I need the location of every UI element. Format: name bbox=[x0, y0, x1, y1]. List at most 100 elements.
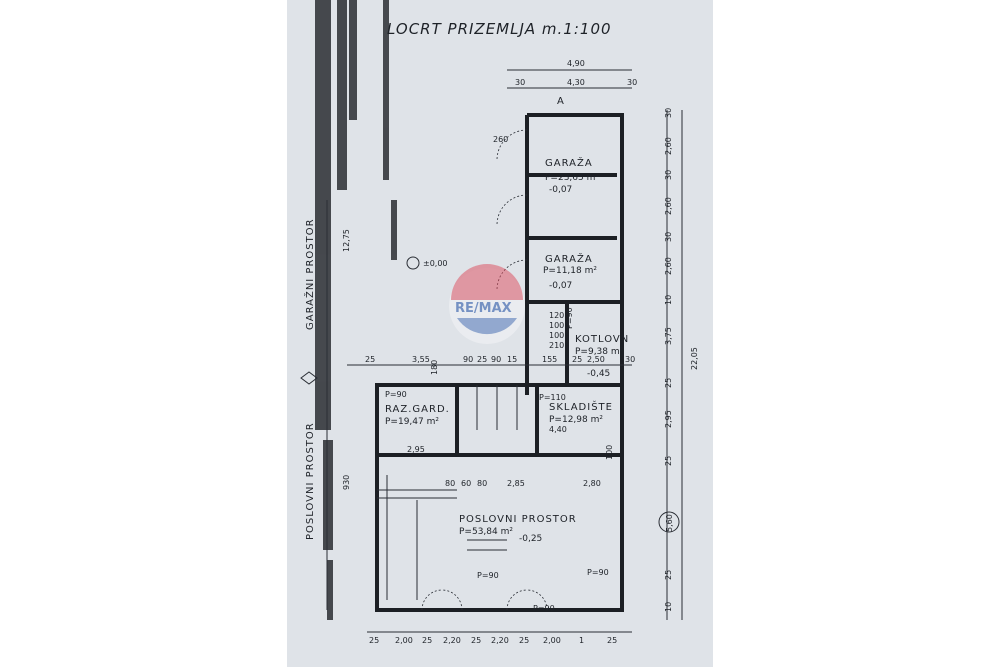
right-dim: 2,95 bbox=[664, 410, 673, 428]
mid-dim: 90 bbox=[463, 355, 473, 364]
mid-dim: 15 bbox=[507, 355, 517, 364]
mid-dim: 25 bbox=[477, 355, 487, 364]
room-name: GARAŽA bbox=[545, 252, 593, 265]
inner-dim-10: 260 bbox=[493, 135, 508, 144]
door-mark-3: P=90 bbox=[587, 568, 609, 577]
room-area: P=23,65 m² bbox=[545, 173, 599, 183]
circled-dim: 5,60 bbox=[665, 514, 674, 532]
right-dims: 30 2,60 30 2,60 30 2,60 10 3,75 25 2,95 … bbox=[664, 108, 699, 612]
balloon-top bbox=[451, 264, 523, 300]
inner-dim-12: 100 bbox=[549, 321, 564, 330]
door-mark-4: P=90 bbox=[477, 571, 499, 580]
right-dim: 25 bbox=[664, 570, 673, 580]
room-area: P=9,38 m² bbox=[575, 347, 624, 357]
room-wardrobe: RAZ.GARD. P=19,47 m² bbox=[385, 404, 450, 427]
level-marker bbox=[406, 256, 420, 270]
room-office: POSLOVNI PROSTOR P=53,84 m² -0,25 bbox=[459, 514, 577, 544]
top-dim-3: 4,30 bbox=[567, 78, 585, 87]
door-mark-6: P=90 bbox=[565, 307, 574, 329]
watermark-text: RE/MAX bbox=[455, 301, 512, 316]
inner-dim-6: 2,85 bbox=[507, 479, 525, 488]
mid-dim: 155 bbox=[542, 355, 557, 364]
right-dim: 30 bbox=[664, 232, 673, 242]
arrow-symbol bbox=[300, 371, 318, 385]
room-area: P=12,98 m² bbox=[549, 415, 603, 425]
room-garage-2: GARAŽA P=11,18 m² -0,07 bbox=[543, 252, 597, 291]
bottom-dim: 25 bbox=[607, 636, 617, 645]
mid-dim: 3,55 bbox=[412, 355, 430, 364]
bottom-dim: 25 bbox=[519, 636, 529, 645]
room-area: P=19,47 m² bbox=[385, 417, 439, 427]
remax-watermark: RE/MAX bbox=[449, 264, 525, 344]
bottom-dim: 1 bbox=[579, 636, 584, 645]
room-level: -0,07 bbox=[549, 281, 572, 291]
door-mark-1: P=90 bbox=[385, 390, 407, 399]
middle-dims: 25 3,55 90 25 90 15 155 25 2,50 30 bbox=[365, 355, 635, 364]
room-name: GARAŽA bbox=[545, 156, 593, 169]
bottom-dim: 2,00 bbox=[543, 636, 561, 645]
bottom-dims: 25 2,00 25 2,20 25 2,20 25 2,00 1 25 bbox=[369, 636, 617, 645]
office-space-label: POSLOVNI PROSTOR bbox=[305, 422, 316, 540]
scanned-plan-sheet: LOCRT PRIZEMLJA m.1:100 bbox=[287, 0, 713, 667]
inner-dim-2: 4,40 bbox=[549, 425, 567, 434]
room-garage-1: GARAŽA P=23,65 m² -0,07 bbox=[545, 156, 599, 195]
room-area: P=11,18 m² bbox=[543, 266, 597, 276]
plan-title: LOCRT PRIZEMLJA m.1:100 bbox=[387, 20, 612, 38]
garage-space-label: GARAŽNI PROSTOR bbox=[303, 218, 316, 330]
balloon-bottom bbox=[457, 318, 517, 335]
floor-plan-drawing: LOCRT PRIZEMLJA m.1:100 bbox=[300, 0, 699, 645]
right-dim: 30 bbox=[664, 108, 673, 118]
door-mark-5: P=90 bbox=[533, 604, 555, 613]
room-storage: SKLADIŠTE P=12,98 m² bbox=[549, 400, 613, 425]
total-right-dim: 22,05 bbox=[690, 347, 699, 370]
right-dim: 10 bbox=[664, 295, 673, 305]
top-dim-1: 4,90 bbox=[567, 59, 585, 68]
room-level: -0,07 bbox=[549, 185, 572, 195]
bottom-dim: 25 bbox=[369, 636, 379, 645]
inner-dim-1: 2,95 bbox=[407, 445, 425, 454]
section-mark: A bbox=[557, 96, 565, 107]
inner-dim-14: 210 bbox=[549, 341, 564, 350]
inner-dim-5: 80 bbox=[477, 479, 487, 488]
mid-dim: 90 bbox=[491, 355, 501, 364]
right-dim: 10 bbox=[664, 602, 673, 612]
right-dim: 2,60 bbox=[664, 137, 673, 155]
room-level: -0,45 bbox=[587, 369, 610, 379]
inner-dim-8: 180 bbox=[430, 360, 439, 375]
door-mark-2: P=110 bbox=[539, 393, 566, 402]
mid-dim: 30 bbox=[625, 355, 635, 364]
bottom-dim: 2,20 bbox=[491, 636, 509, 645]
room-name: RAZ.GARD. bbox=[385, 404, 450, 415]
top-dim-4: 30 bbox=[627, 78, 637, 87]
bottom-dim: 25 bbox=[422, 636, 432, 645]
right-dim: 3,75 bbox=[664, 327, 673, 345]
room-name: KOTLOVN bbox=[575, 334, 629, 345]
inner-dim-11: 120 bbox=[549, 311, 564, 320]
room-level: -0,25 bbox=[519, 534, 542, 544]
ground-level: ±0,00 bbox=[423, 259, 448, 268]
garage-length-dim: 12,75 bbox=[342, 229, 351, 252]
right-dim: 25 bbox=[664, 456, 673, 466]
right-dim: 30 bbox=[664, 170, 673, 180]
bottom-dim: 2,00 bbox=[395, 636, 413, 645]
inner-dim-4: 60 bbox=[461, 479, 471, 488]
inner-dim-7: 2,80 bbox=[583, 479, 601, 488]
room-area: P=53,84 m² bbox=[459, 527, 513, 537]
room-name: POSLOVNI PROSTOR bbox=[459, 514, 577, 525]
dimension-lines bbox=[326, 69, 683, 633]
right-dim: 2,60 bbox=[664, 257, 673, 275]
mid-dim: 25 bbox=[572, 355, 582, 364]
right-dim: 2,60 bbox=[664, 197, 673, 215]
room-name: SKLADIŠTE bbox=[549, 400, 613, 413]
inner-dim-13: 100 bbox=[549, 331, 564, 340]
inner-dim-9: 100 bbox=[605, 445, 614, 460]
bottom-dim: 2,20 bbox=[443, 636, 461, 645]
circled-dim-ring bbox=[658, 511, 680, 533]
inner-dim-3: 80 bbox=[445, 479, 455, 488]
top-dim-2: 30 bbox=[515, 78, 525, 87]
mid-dim: 25 bbox=[365, 355, 375, 364]
right-dim: 25 bbox=[664, 378, 673, 388]
bottom-dim: 25 bbox=[471, 636, 481, 645]
office-length-dim: 930 bbox=[342, 475, 351, 490]
room-boiler: KOTLOVN P=9,38 m² -0,45 bbox=[575, 334, 629, 379]
